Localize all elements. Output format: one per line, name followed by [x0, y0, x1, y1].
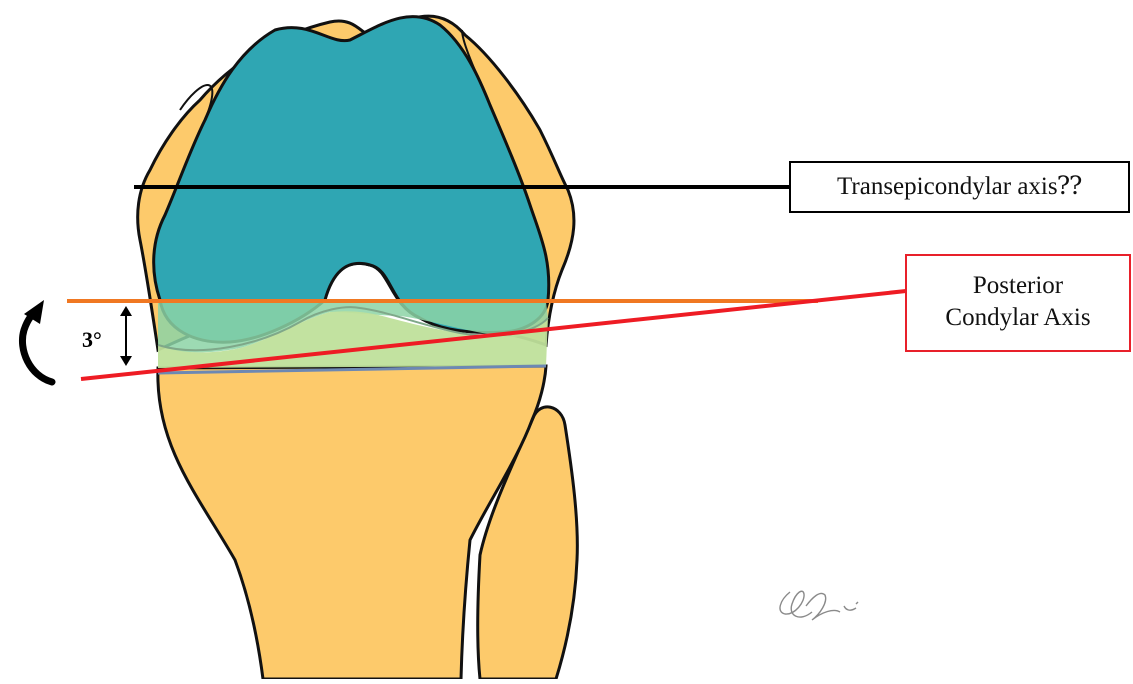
posterior-condylar-axis-text-line2: Condylar Axis	[907, 302, 1129, 334]
double-headed-arrow-icon	[120, 306, 132, 366]
posterior-condylar-axis-text-line1: Posterior	[907, 270, 1129, 302]
curved-arrow-icon	[22, 300, 52, 382]
transepicondylar-axis-text: Transepicondylar axis⁇	[837, 173, 1082, 200]
signature-mark	[780, 591, 858, 620]
transepicondylar-axis-label: Transepicondylar axis⁇	[789, 161, 1130, 213]
rotation-angle-label: 3°	[82, 327, 102, 353]
posterior-condylar-axis-label: Posterior Condylar Axis	[905, 254, 1131, 352]
